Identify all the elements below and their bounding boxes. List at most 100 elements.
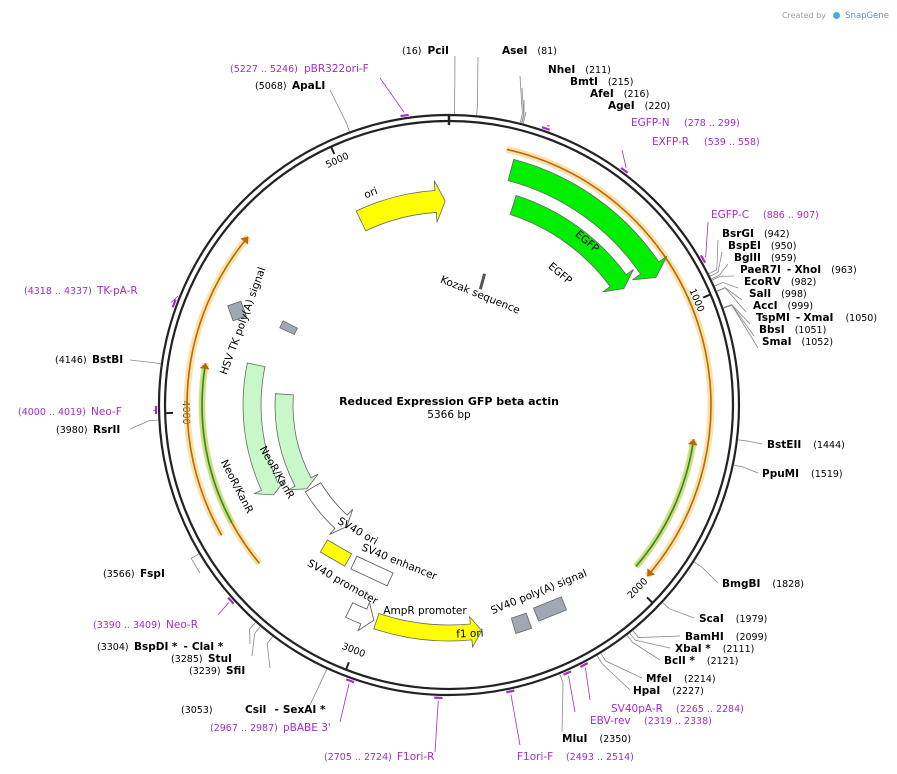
site-name: AccI <box>753 300 777 312</box>
orf-glow <box>633 438 698 569</box>
primer-pos: (4000 .. 4019) <box>18 407 86 418</box>
site-pos: (1050) <box>845 313 877 324</box>
site-name-2: XhoI <box>794 264 821 276</box>
svg-text:(4000 .. 4019)Neo-F: (4000 .. 4019)Neo-F <box>18 406 122 418</box>
svg-text:BsrGI(942): BsrGI(942) <box>722 228 790 240</box>
backbone-tick <box>345 661 350 670</box>
primer-name: EBV-rev <box>590 715 631 727</box>
site-leader <box>249 622 256 645</box>
primer-marks <box>152 77 709 753</box>
site-sep: - <box>787 264 791 276</box>
svg-text:BmgBI(1828): BmgBI(1828) <box>722 578 804 590</box>
site-leader <box>519 75 523 123</box>
orf-line <box>506 148 712 577</box>
site-leader <box>559 674 564 733</box>
tick-label: 5000 <box>324 151 351 171</box>
site-name: BclI * <box>664 655 695 667</box>
site-pos: (16) <box>402 46 422 57</box>
primer-name: F1ori-F <box>517 751 553 763</box>
site-name: BstEII <box>767 439 801 451</box>
primer-leader <box>379 77 405 113</box>
feature-arrow <box>345 601 375 632</box>
feature-arrow <box>279 320 298 335</box>
site-name: PciI <box>428 45 449 57</box>
orf-arrowhead <box>687 439 698 446</box>
site-leader <box>708 239 719 275</box>
svg-text:PaeR7I-XhoI(963): PaeR7I-XhoI(963) <box>740 264 857 276</box>
sv40-polya-box <box>532 596 568 622</box>
primer-mark <box>506 689 515 694</box>
feature-label-egfp-2: EGFP <box>546 260 575 287</box>
primer-leader <box>152 409 156 412</box>
site-leader <box>329 89 350 132</box>
plasmid-size: 5366 bp <box>427 409 471 421</box>
primer-name: SV40pA-R <box>611 703 663 715</box>
site-leader <box>626 634 661 661</box>
site-pos: (950) <box>771 241 797 252</box>
feature-arrow <box>274 393 319 491</box>
svg-text:(16)PciI: (16) PciI <box>402 45 449 57</box>
svg-text:EGFP-C(886 .. 907): EGFP-C(886 .. 907) <box>711 209 819 221</box>
feature-arrow <box>507 158 668 281</box>
feature-label-sv40-ori: SV40 ori <box>335 515 379 548</box>
svg-text:EGFP-N(278 .. 299): EGFP-N(278 .. 299) <box>631 117 740 129</box>
site-name: BamHI <box>685 631 724 643</box>
orf-green-line <box>635 444 694 567</box>
orf-arrows <box>183 146 715 579</box>
svg-text:(4146)BstBI: (4146)BstBI <box>55 354 123 366</box>
svg-text:MfeI(2214): MfeI(2214) <box>646 673 716 685</box>
site-leader <box>709 251 723 277</box>
svg-text:F1ori-F(2493 .. 2514): F1ori-F (2493 .. 2514) <box>517 751 634 763</box>
primer-leader <box>339 683 350 723</box>
primer-mark <box>227 596 235 605</box>
site-name-2: ClaI * <box>192 641 224 653</box>
site-pos: (3566) <box>103 569 135 580</box>
primer-leader <box>434 700 439 753</box>
site-pos: (215) <box>608 77 634 88</box>
site-pos: (2099) <box>736 632 768 643</box>
site-pos: (5068) <box>255 81 287 92</box>
primer-mark <box>400 113 409 118</box>
svg-text:BmtI(215): BmtI(215) <box>570 76 633 88</box>
site-name: MluI <box>562 733 587 745</box>
site-name: BspDI * <box>134 641 178 653</box>
svg-text:EcoRV(982): EcoRV(982) <box>744 276 816 288</box>
restriction-site-labels: (16)PciI AseI(81) NheI(211) BmtI(215) Af… <box>55 45 877 745</box>
site-leader <box>723 304 755 337</box>
primer-labels: (5227 .. 5246)pBR322ori-F EGFP-N(278 .. … <box>18 63 819 763</box>
primer-leader <box>171 295 179 303</box>
primer-mark <box>563 670 572 676</box>
primer-name: EGFP-N <box>631 117 670 129</box>
primer-pos: (2967 .. 2987) <box>210 723 278 734</box>
site-leader <box>723 304 759 349</box>
primer-pos: (2319 .. 2338) <box>644 716 712 727</box>
site-name: XbaI * <box>675 643 711 655</box>
primer-pos: (2493 .. 2514) <box>566 752 634 763</box>
site-name: AfeI <box>590 88 614 100</box>
site-name: SalI <box>749 288 771 300</box>
site-leader <box>454 55 456 115</box>
orf-green-line <box>201 368 233 524</box>
credit-text: Created by <box>781 11 826 20</box>
site-name: SfiI <box>226 665 245 677</box>
site-name: PaeR7I <box>740 264 781 276</box>
site-name-2: XmaI <box>803 312 833 324</box>
site-leader <box>129 359 161 365</box>
site-pos: (220) <box>645 101 671 112</box>
svg-text:BbsI(1051): BbsI(1051) <box>759 324 826 336</box>
site-pos: (1979) <box>736 614 768 625</box>
feature-arrow <box>355 180 446 232</box>
site-pos: (2214) <box>684 674 716 685</box>
site-name: BglII <box>734 252 761 264</box>
primer-pos: (886 .. 907) <box>763 210 819 221</box>
site-name: BsrGI <box>722 228 754 240</box>
site-name: ApaLI <box>292 80 325 92</box>
site-name: StuI <box>208 653 232 665</box>
site-leader <box>266 636 273 669</box>
site-pos: (982) <box>791 277 817 288</box>
site-leader <box>596 655 631 691</box>
orf-arrowhead <box>240 236 249 245</box>
svg-text:TspMI-XmaI(1050): TspMI-XmaI(1050) <box>756 312 877 324</box>
credit-brand: SnapGene <box>845 11 889 21</box>
